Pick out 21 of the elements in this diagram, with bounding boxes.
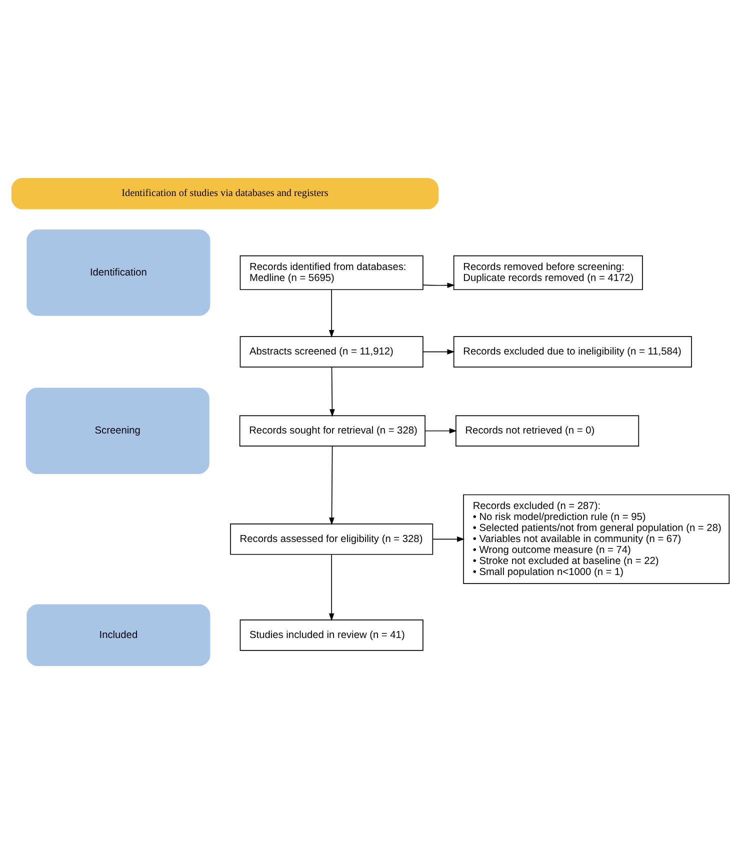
node-box: Records identified from databases: Medline (n = 5695) (240, 254, 424, 290)
node-box: Records removed before screening: Duplicate records removed (n = 4172) (453, 254, 643, 290)
node-box: Records excluded (n = 287): • No risk model/prediction rule (n = 95) • Selected patients/not from general population (n = 28) • Variables not available in community (n = 67) • Wrong outcome measure (n = 74) • Stroke not excluded at baseline (n = 22) • Small population n<1000 (n = 1) (463, 494, 730, 584)
node-box: Records excluded due to ineligibility (n = 11,584) (453, 336, 692, 367)
node-box: Records not retrieved (n = 0) (456, 414, 640, 446)
node-box: Records assessed for eligibility (n = 328) (230, 523, 434, 554)
arrow (422, 282, 455, 288)
node-box: Identification (26, 229, 210, 316)
arrow (328, 554, 334, 620)
node-box: Identification of studies via databases and registers (11, 177, 439, 209)
node-box: Abstracts screened (n = 11,912) (240, 336, 424, 367)
arrow (330, 366, 335, 416)
arrow (422, 348, 455, 354)
node-box: Screening (26, 387, 210, 474)
arrow (424, 428, 457, 434)
arrow (328, 289, 334, 338)
node-box: Studies included in review (n = 41) (240, 619, 424, 650)
arrow (432, 536, 465, 542)
arrow (329, 445, 334, 525)
node-box: Included (26, 604, 210, 666)
node-box: Records sought for retrieval (n = 328) (239, 414, 426, 446)
